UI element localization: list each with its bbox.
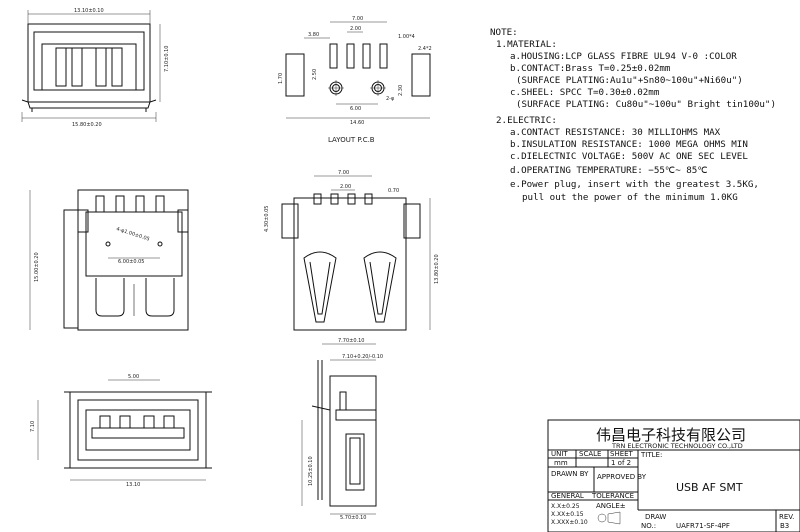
notes: NOTE: 1.MATERIAL: a.HOUSING:LCP GLASS FI…: [490, 27, 776, 203]
dim-sv-770: 7.70±0.10: [338, 338, 364, 344]
sheet-label: SHEET: [610, 450, 634, 458]
dim-hole-pitch: 6.00±0.05: [118, 259, 144, 265]
dim-side-height: 15.00±0.20: [34, 252, 40, 282]
company-name-cn: 伟昌电子科技有限公司: [596, 426, 746, 444]
dim-pcb-100x4: 1.00*4: [398, 34, 415, 40]
dim-bot-710: 7.10: [30, 421, 36, 432]
note-line: b.INSULATION RESISTANCE: 1000 MEGA OHMS …: [510, 139, 748, 150]
layout-pcb-label: LAYOUT P.C.B: [328, 136, 375, 144]
title-label: TITLE:: [640, 451, 662, 459]
bottom-front-view: 5.00 7.10 13.10: [30, 374, 212, 488]
dim-pcb-top: 7.00: [352, 16, 363, 22]
draw-number: UAFR71-SF-4PF: [676, 522, 730, 530]
projection-symbol-icon: [597, 511, 621, 525]
unit-value: mm: [554, 459, 568, 467]
top-front-view: 13.10±0.10 7.10±0.10 15.80±0.20: [21, 8, 170, 128]
draw-no-label: NO.:: [641, 522, 656, 530]
dim-pcb-24x2: 2.4*2: [418, 46, 432, 52]
dim-front-070: 0.70: [388, 188, 399, 194]
dim-pcb-250: 2.50: [312, 69, 318, 80]
note-line: (SURFACE PLATING: Cu80u"~100u" Bright ti…: [516, 99, 776, 110]
company-name-en: TRN ELECTRONIC TECHNOLOGY CO.,LTD: [611, 442, 743, 450]
note-line: e.Power plug, insert with the greatest 3…: [510, 179, 759, 190]
tolerance-3: X.XXX±0.10: [551, 519, 588, 526]
note-line: 1.MATERIAL:: [496, 39, 557, 50]
sheet-value: 1 of 2: [611, 459, 631, 467]
dim-bottom-width: 15.80±0.20: [72, 122, 102, 128]
tolerance-1: X.X±0.25: [551, 503, 580, 510]
layout-pcb-view: 7.00 3.80 2.00 1.00*4 2.4*2 1.70 2.50 6.…: [278, 16, 432, 144]
dim-pcb-230: 2.30: [398, 85, 404, 96]
note-line: a.HOUSING:LCP GLASS FIBRE UL94 V-0 :COLO…: [510, 51, 737, 62]
general-label: GENERAL: [551, 492, 584, 500]
draw-label: DRAW: [645, 513, 666, 521]
note-line: c.SHEEL: SPCC T=0.30±0.02mm: [510, 87, 660, 98]
tolerance-2: X.XX±0.15: [551, 511, 584, 518]
dim-top-height: 7.10±0.10: [164, 46, 170, 72]
note-line: b.CONTACT:Brass T=0.25±0.02mm: [510, 63, 671, 74]
dim-pcb-380: 3.80: [308, 32, 319, 38]
dim-bot-500: 5.00: [128, 374, 139, 380]
dim-pcb-hole: 2-φ: [386, 96, 395, 102]
drawn-by-label: DRAWN BY: [551, 470, 589, 478]
dim-front-700: 7.00: [338, 170, 349, 176]
dim-front-1380: 13.80±0.20: [434, 254, 440, 284]
dim-hole-label: 4-φ1.00±0.05: [115, 226, 150, 242]
rev-value: B3: [780, 522, 789, 530]
dim-front-200: 2.00: [340, 184, 351, 190]
front-view: 7.00 2.00 0.70 4.30±0.05 13.80±0.20: [264, 170, 440, 331]
note-line: pull out the power of the minimum 1.0KG: [522, 192, 738, 203]
note-line: c.DIELECTNIC VOLTAGE: 500V AC ONE SEC LE…: [510, 151, 748, 162]
note-line: d.OPERATING TEMPERATURE: −55℃~ 85℃: [510, 165, 708, 176]
section-view: 7.70±0.10 7.10+0.20/-0.10 10.25±0.10 5.7…: [301, 338, 383, 521]
side-view: 15.00±0.20 4-φ1.00±0.05 6.00±0.05: [29, 189, 189, 331]
dim-pcb-200: 2.00: [350, 26, 361, 32]
note-line: 2.ELECTRIC:: [496, 115, 557, 126]
dim-top-width: 13.10±0.10: [74, 8, 104, 14]
dim-pcb-600: 6.00: [350, 106, 361, 112]
dim-pcb-170: 1.70: [278, 73, 284, 84]
drawing-title: USB AF SMT: [676, 481, 743, 494]
dim-sv-710: 7.10+0.20/-0.10: [342, 354, 383, 360]
dim-front-430: 4.30±0.05: [264, 206, 270, 232]
rev-label: REV.: [779, 513, 794, 521]
dim-sv-1025: 10.25±0.10: [308, 456, 314, 486]
note-line: (SURFACE PLATING:Au1u"+Sn80~100u"+Ni60u"…: [516, 75, 743, 86]
notes-heading: NOTE:: [490, 27, 518, 38]
dim-bot-1310: 13.10: [126, 482, 140, 488]
scale-label: SCALE: [579, 450, 601, 458]
angle-label: ANGLE±: [596, 502, 626, 510]
title-block: 伟昌电子科技有限公司 TRN ELECTRONIC TECHNOLOGY CO.…: [547, 419, 800, 532]
tolerance-label: TOLERANCE: [591, 492, 634, 500]
dim-pcb-1460: 14.60: [350, 120, 364, 126]
unit-label: UNIT: [551, 450, 568, 458]
note-line: a.CONTACT RESISTANCE: 30 MILLIOHMS MAX: [510, 127, 721, 138]
approved-by-label: APPROVED BY: [597, 473, 647, 481]
dim-sv-570: 5.70±0.10: [340, 515, 366, 521]
